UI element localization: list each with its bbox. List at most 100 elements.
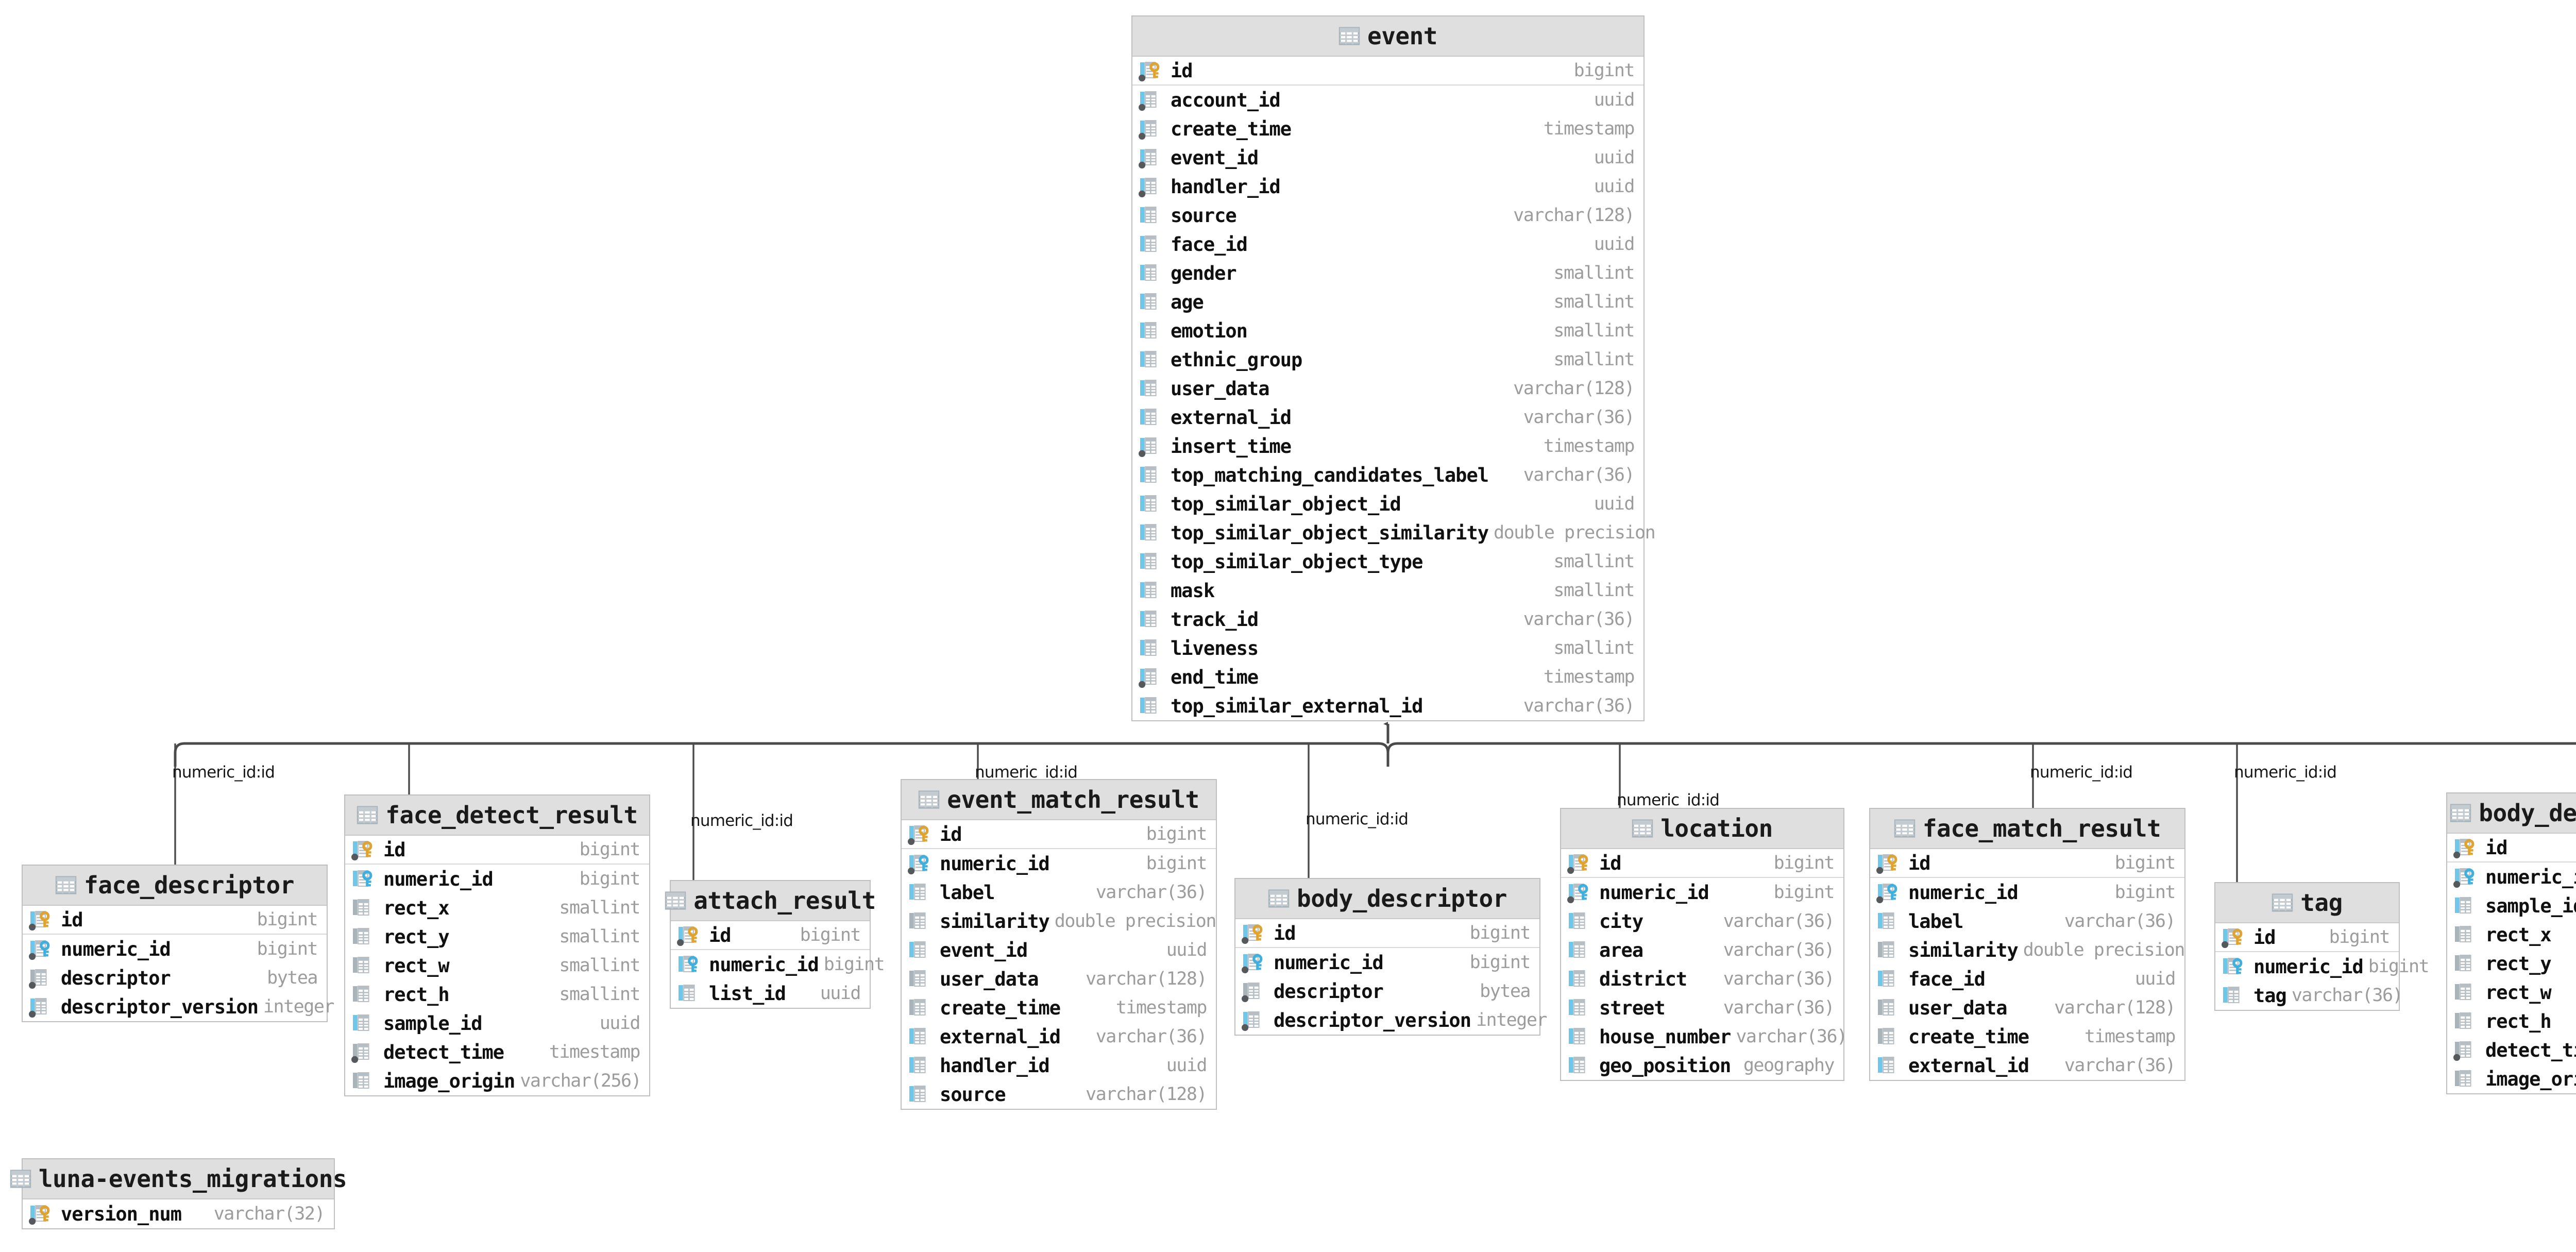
- table-header[interactable]: tag: [2215, 883, 2399, 923]
- table-header[interactable]: face_detect_result: [345, 796, 649, 836]
- table-header[interactable]: body_descriptor: [1235, 879, 1539, 919]
- table-header[interactable]: event_match_result: [902, 780, 1216, 820]
- table-header[interactable]: attach_result: [665, 881, 876, 921]
- table-header[interactable]: body_detect_result: [2447, 793, 2576, 834]
- table-card-body_detect_result[interactable]: body_detect_resultidbigintnumeric_idbigi…: [2446, 792, 2576, 1094]
- table-header[interactable]: face_descriptor: [23, 866, 327, 906]
- table-header[interactable]: face_match_result: [1870, 809, 2184, 849]
- table-header[interactable]: luna-events_migrations: [10, 1159, 347, 1199]
- table-header[interactable]: location: [1561, 809, 1843, 849]
- table-header[interactable]: event: [1132, 16, 1643, 57]
